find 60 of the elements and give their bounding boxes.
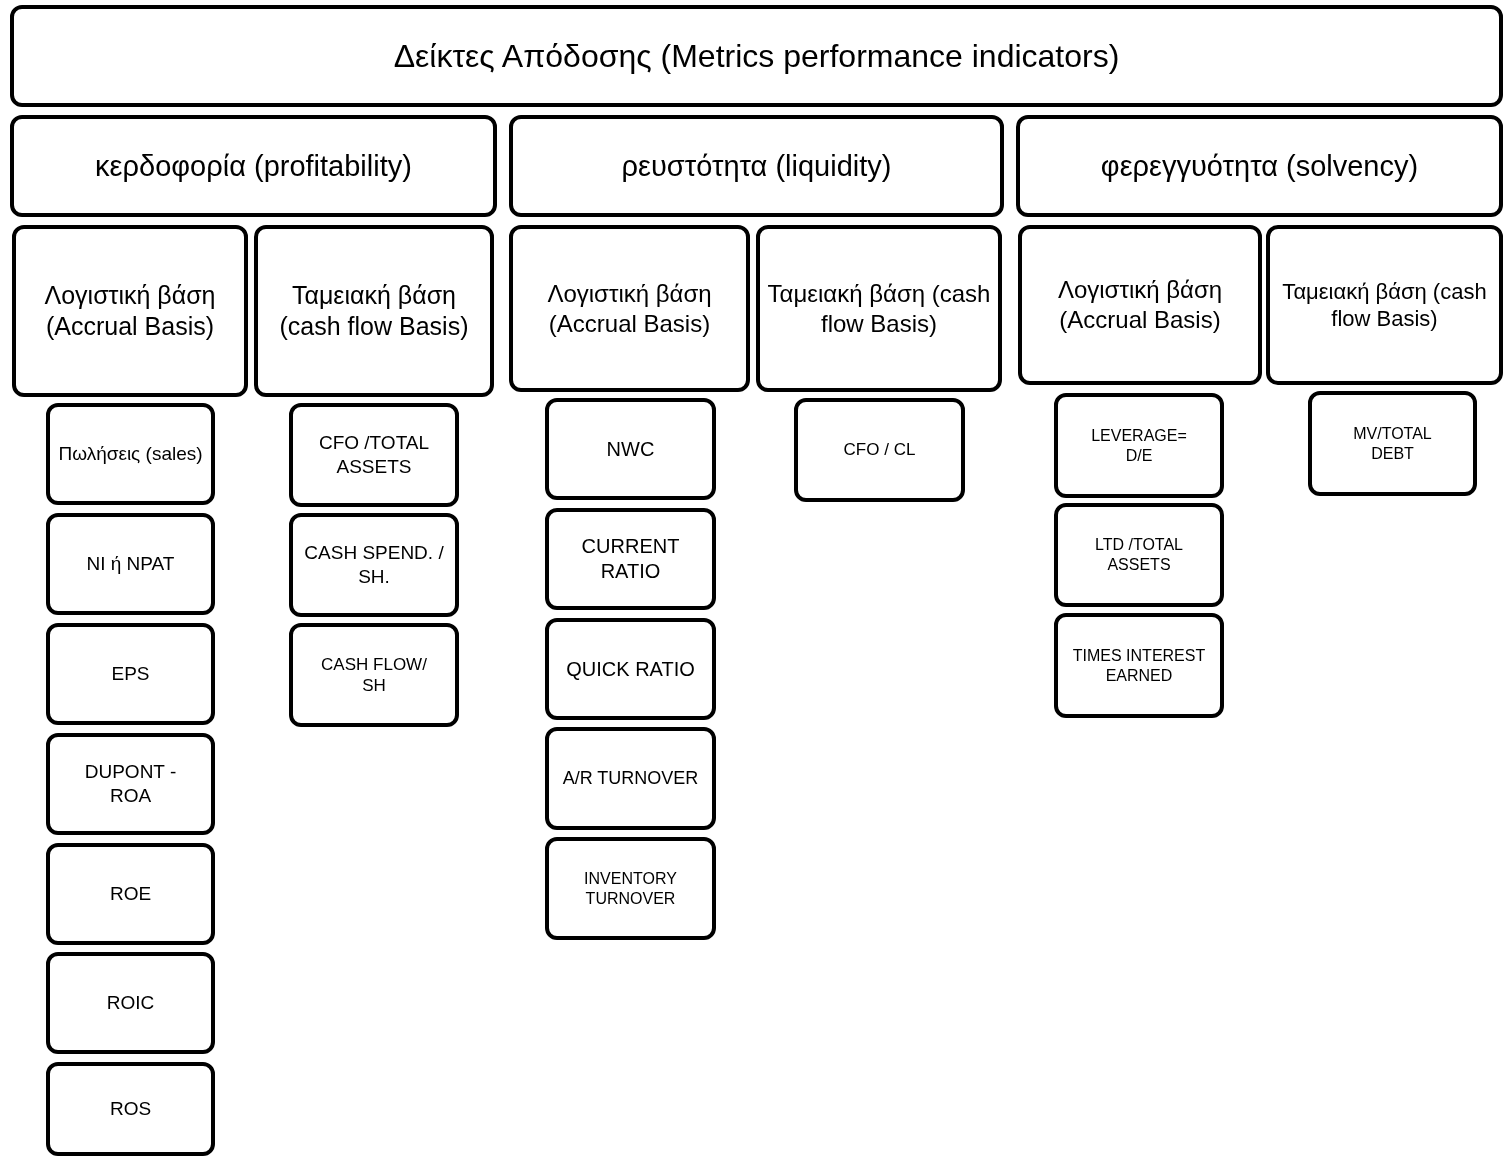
category-box xyxy=(12,225,248,397)
category-box xyxy=(509,115,1004,217)
box-label: INVENTORY TURNOVER xyxy=(583,868,678,909)
box-label: Ταμειακή βάση (cash flow Basis) xyxy=(766,278,992,339)
category-box xyxy=(1018,225,1262,385)
category-box xyxy=(10,5,1503,107)
box-label: LEVERAGE= D/E xyxy=(1090,425,1188,466)
category-box xyxy=(1266,225,1503,385)
category-box xyxy=(46,513,215,615)
box-label: DUPONT - ROA xyxy=(83,760,178,808)
category-box xyxy=(545,727,716,830)
category-box xyxy=(794,398,965,502)
box-label: Λογιστική βάση (Accrual Basis) xyxy=(43,279,217,342)
category-box xyxy=(545,837,716,940)
box-label: ROS xyxy=(109,1097,152,1121)
box-label: CASH FLOW/ SH xyxy=(320,653,428,697)
box-label: Δείκτες Απόδοσης (Metrics performance indicators) xyxy=(393,37,1120,76)
category-box xyxy=(509,225,750,392)
category-box xyxy=(289,403,459,507)
category-box xyxy=(46,952,215,1054)
box-label: ρευστότητα (liquidity) xyxy=(621,148,892,184)
box-label: Ταμειακή βάση (cash flow Basis) xyxy=(1281,277,1488,333)
box-label: TIMES INTEREST EARNED xyxy=(1071,645,1207,686)
category-box xyxy=(46,623,215,725)
box-label: CFO / CL xyxy=(843,439,916,461)
category-box xyxy=(1054,393,1224,498)
category-box xyxy=(10,115,497,217)
category-box xyxy=(46,1062,215,1156)
category-box xyxy=(545,618,716,720)
category-box xyxy=(545,508,716,610)
category-box xyxy=(545,398,716,500)
box-label: QUICK RATIO xyxy=(566,656,695,682)
category-box xyxy=(46,843,215,945)
category-box xyxy=(1308,391,1477,496)
box-label: CFO /TOTAL ASSETS xyxy=(317,431,431,479)
box-label: Λογιστική βάση (Accrual Basis) xyxy=(1056,275,1224,335)
box-label: ROE xyxy=(109,882,152,906)
box-label: MV/TOTAL DEBT xyxy=(1352,423,1433,464)
category-box xyxy=(289,513,459,617)
category-box xyxy=(289,623,459,727)
category-box xyxy=(46,733,215,835)
category-box xyxy=(1054,503,1224,607)
box-label: CURRENT RATIO xyxy=(580,534,681,584)
box-label: CASH SPEND. / SH. xyxy=(303,541,445,589)
category-box xyxy=(46,403,215,505)
box-label: Πωλήσεις (sales) xyxy=(58,442,203,466)
box-label: Ταμειακή βάση (cash flow Basis) xyxy=(278,279,470,342)
category-box xyxy=(756,225,1002,392)
box-label: LTD /TOTAL ASSETS xyxy=(1094,535,1184,575)
box-label: ROIC xyxy=(106,991,155,1015)
box-label: NI ή NPAT xyxy=(86,552,175,576)
box-label: κερδοφορία (profitability) xyxy=(95,148,412,184)
box-label: φερεγγυότητα (solvency) xyxy=(1100,148,1419,184)
category-box xyxy=(1054,613,1224,718)
category-box xyxy=(1016,115,1503,217)
box-label: Λογιστική βάση (Accrual Basis) xyxy=(546,278,713,339)
box-label: EPS xyxy=(111,662,150,686)
category-box xyxy=(254,225,494,397)
box-label: A/R TURNOVER xyxy=(562,767,699,790)
box-label: NWC xyxy=(606,436,655,462)
